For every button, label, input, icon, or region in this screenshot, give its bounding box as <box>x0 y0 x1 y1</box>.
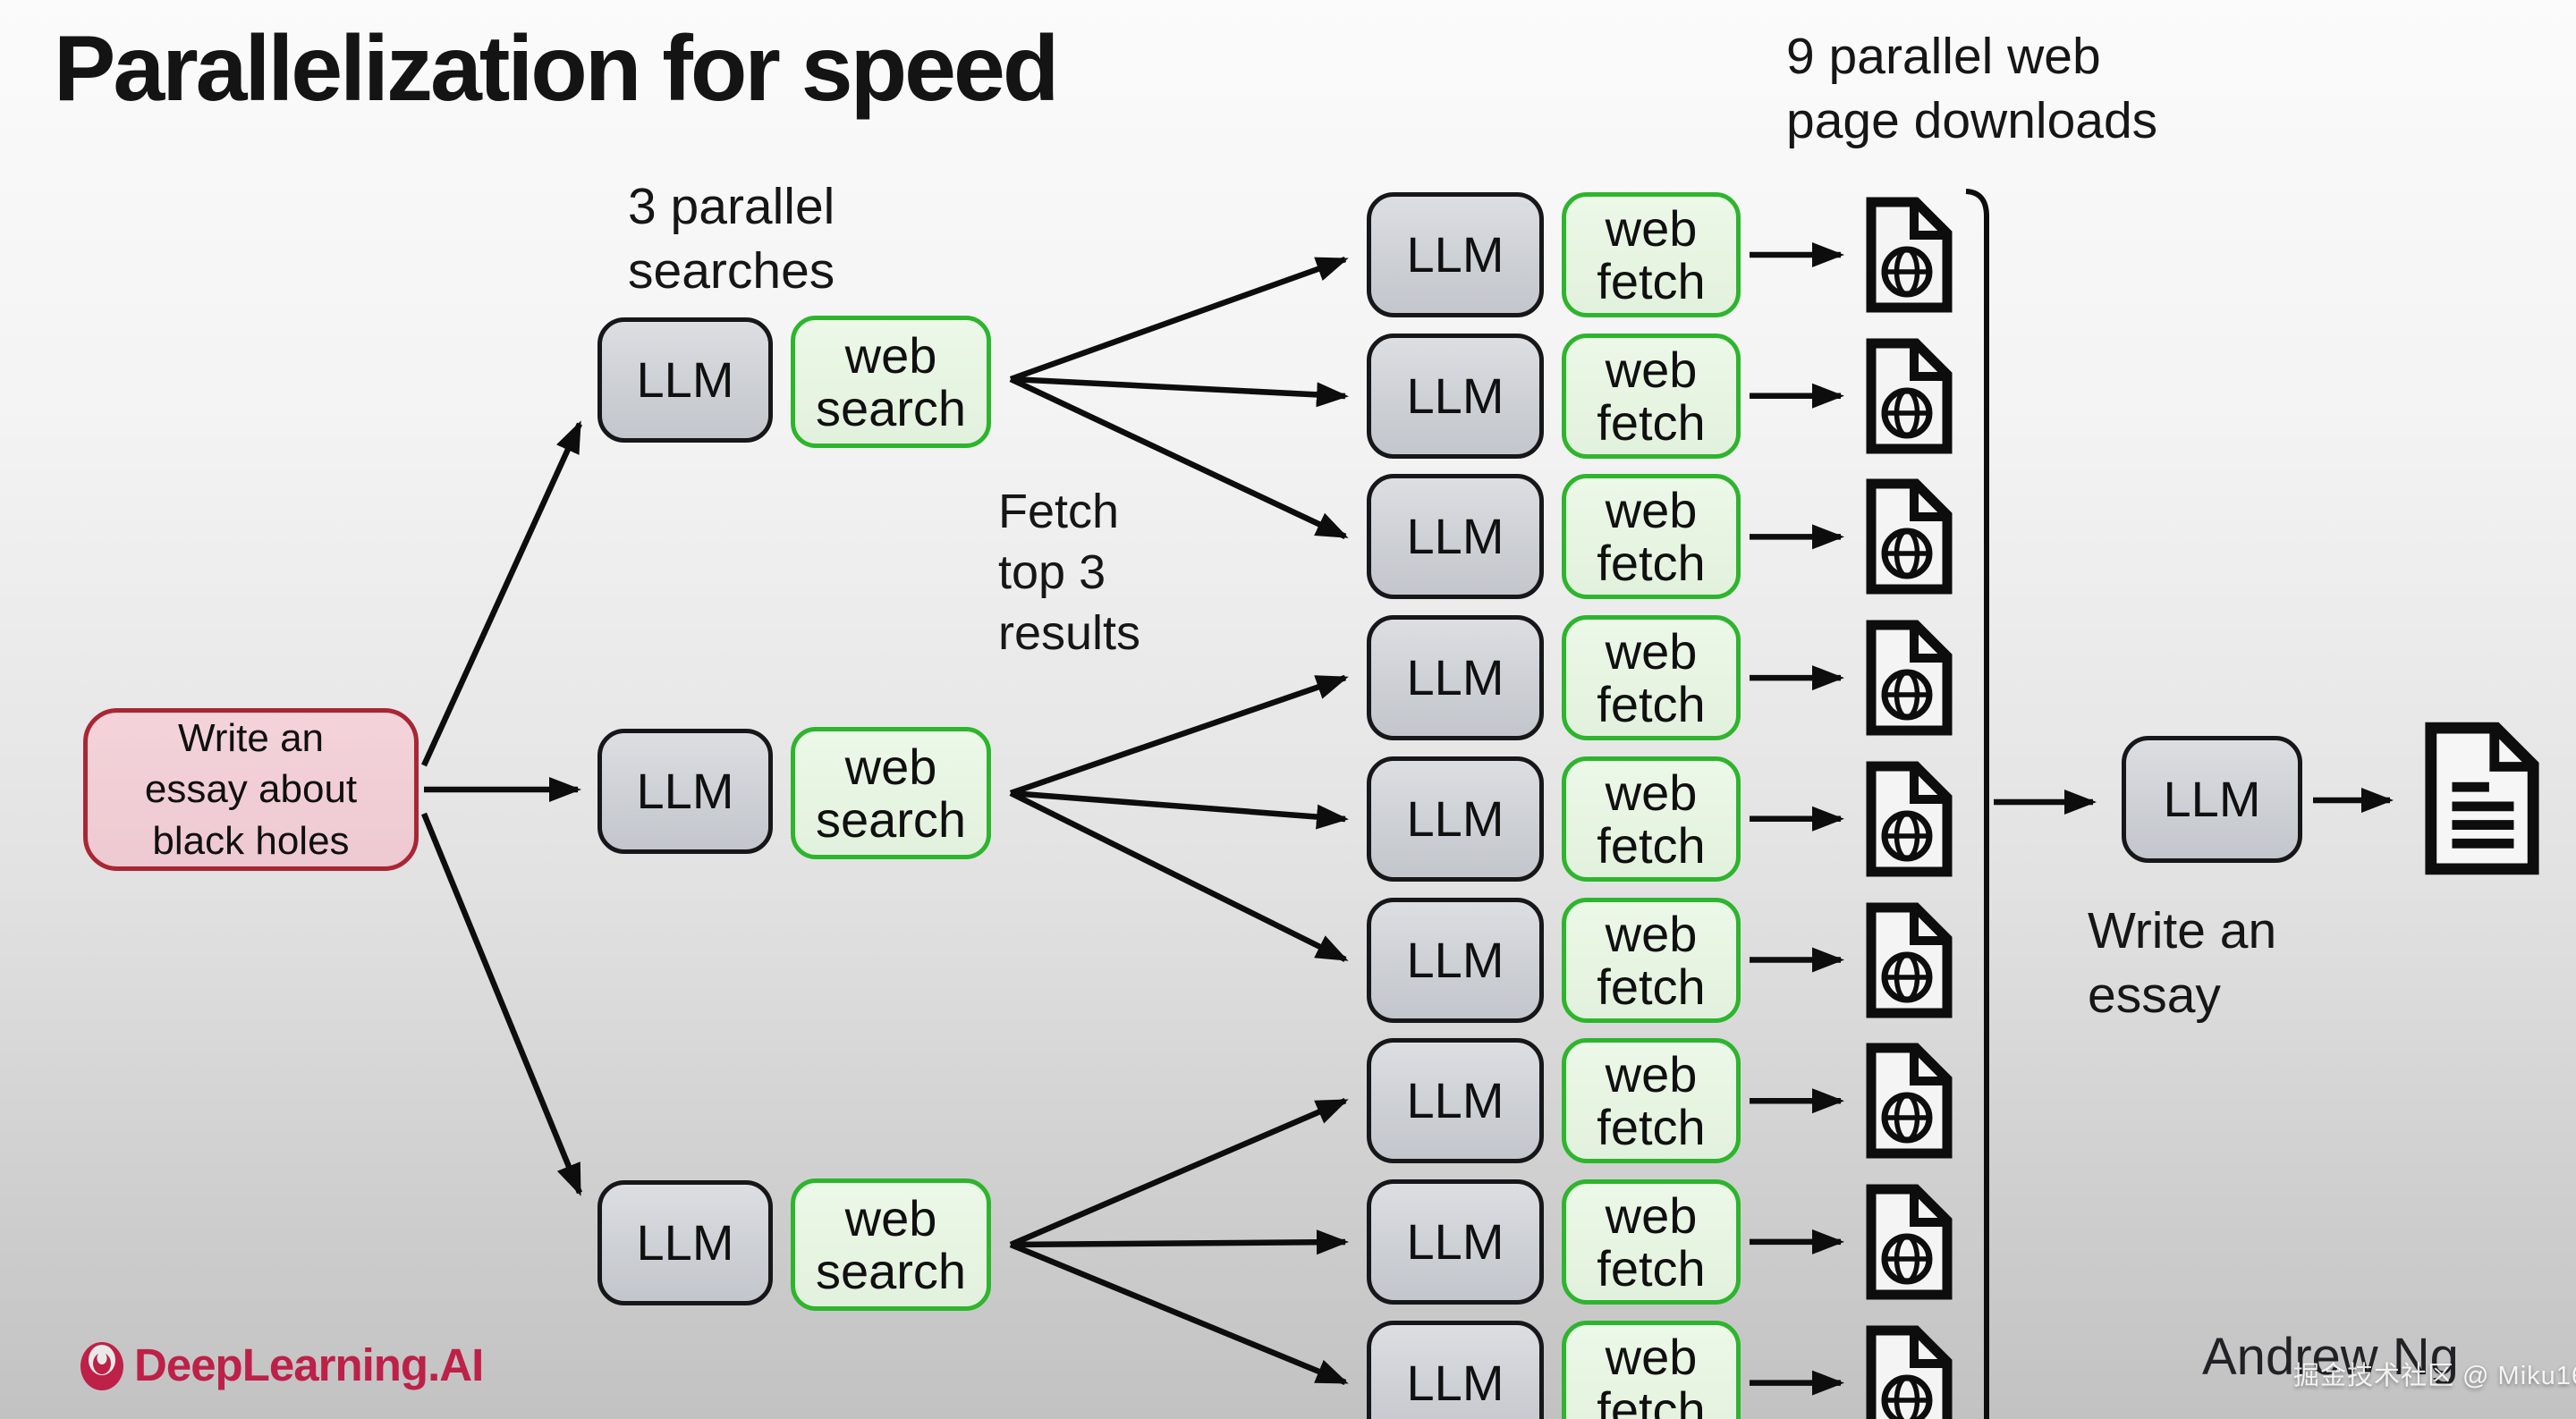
essay-document-icon <box>2425 722 2539 875</box>
label-line: page downloads <box>1786 91 2158 149</box>
prompt-line: essay about <box>144 767 358 812</box>
deeplearning-logo-mark <box>80 1342 123 1390</box>
author-name: Andrew Ng <box>2202 1328 2459 1386</box>
label-3-parallel-searches: 3 parallel searches <box>628 175 835 304</box>
search-fan-arrows <box>1009 256 1349 1386</box>
label-9-parallel-downloads: 9 parallel web page downloads <box>1786 25 2157 154</box>
downloads-bracket <box>1965 189 1989 1419</box>
prompt-line: Write an <box>177 716 325 761</box>
label-write-an-essay: Write an essay <box>2088 900 2276 1028</box>
label-line: searches <box>628 241 835 300</box>
deeplearning-ai-logo: DeepLearning.AI <box>79 1338 484 1391</box>
prompt-box: Write an essay about black holes <box>83 708 419 871</box>
label-line: Fetch <box>998 485 1120 538</box>
brand-name: DeepLearning.AI <box>134 1339 484 1390</box>
label-fetch-top-3-results: Fetch top 3 results <box>998 481 1140 663</box>
label-line: top 3 <box>998 545 1106 600</box>
label-line: 9 parallel web <box>1786 28 2101 85</box>
final-llm-box: LLM <box>2122 736 2302 863</box>
watermark: 掘金技术社区 @ Miku16 <box>2293 1362 2576 1390</box>
label-line: Write an <box>2088 902 2277 959</box>
label-line: 3 parallel <box>628 178 835 235</box>
prompt-fan-arrows <box>420 420 583 1196</box>
prompt-line: black holes <box>152 818 350 863</box>
label-line: essay <box>2088 966 2221 1024</box>
slide-title: Parallelization for speed <box>54 17 1059 121</box>
fetch-download-arrows <box>1750 242 1844 1396</box>
llm-label: LLM <box>2163 771 2261 828</box>
label-line: results <box>998 606 1141 661</box>
